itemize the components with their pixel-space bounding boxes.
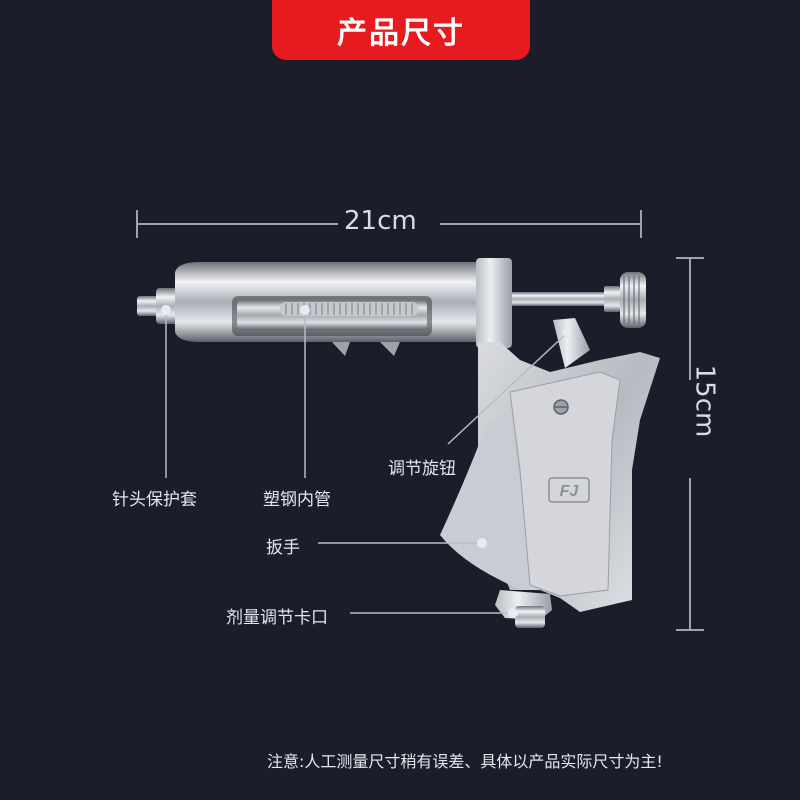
title-banner: 产品尺寸 bbox=[272, 0, 530, 60]
width-dimension bbox=[136, 210, 642, 238]
callout-needle-guard: 针头保护套 bbox=[112, 490, 197, 510]
fj-logo: FJ bbox=[548, 477, 590, 503]
callout-leaders bbox=[161, 305, 572, 618]
callout-adjust-knob: 调节旋钮 bbox=[388, 459, 456, 479]
callout-trigger: 扳手 bbox=[266, 538, 300, 558]
footer-note: 注意:人工测量尺寸稍有误差、具体以产品实际尺寸为主! bbox=[267, 752, 663, 771]
callout-dose-slot: 剂量调节卡口 bbox=[226, 608, 328, 628]
syringe-gun: FJ bbox=[137, 258, 660, 628]
callout-inner-tube: 塑钢内管 bbox=[263, 490, 331, 510]
banner-title: 产品尺寸 bbox=[337, 16, 465, 51]
logo-text: FJ bbox=[560, 483, 580, 500]
adjustment-knob bbox=[620, 272, 646, 328]
height-label: 15cm bbox=[689, 364, 720, 438]
inner-tube bbox=[280, 302, 418, 316]
width-label: 21cm bbox=[344, 206, 417, 236]
height-dimension bbox=[676, 257, 704, 631]
